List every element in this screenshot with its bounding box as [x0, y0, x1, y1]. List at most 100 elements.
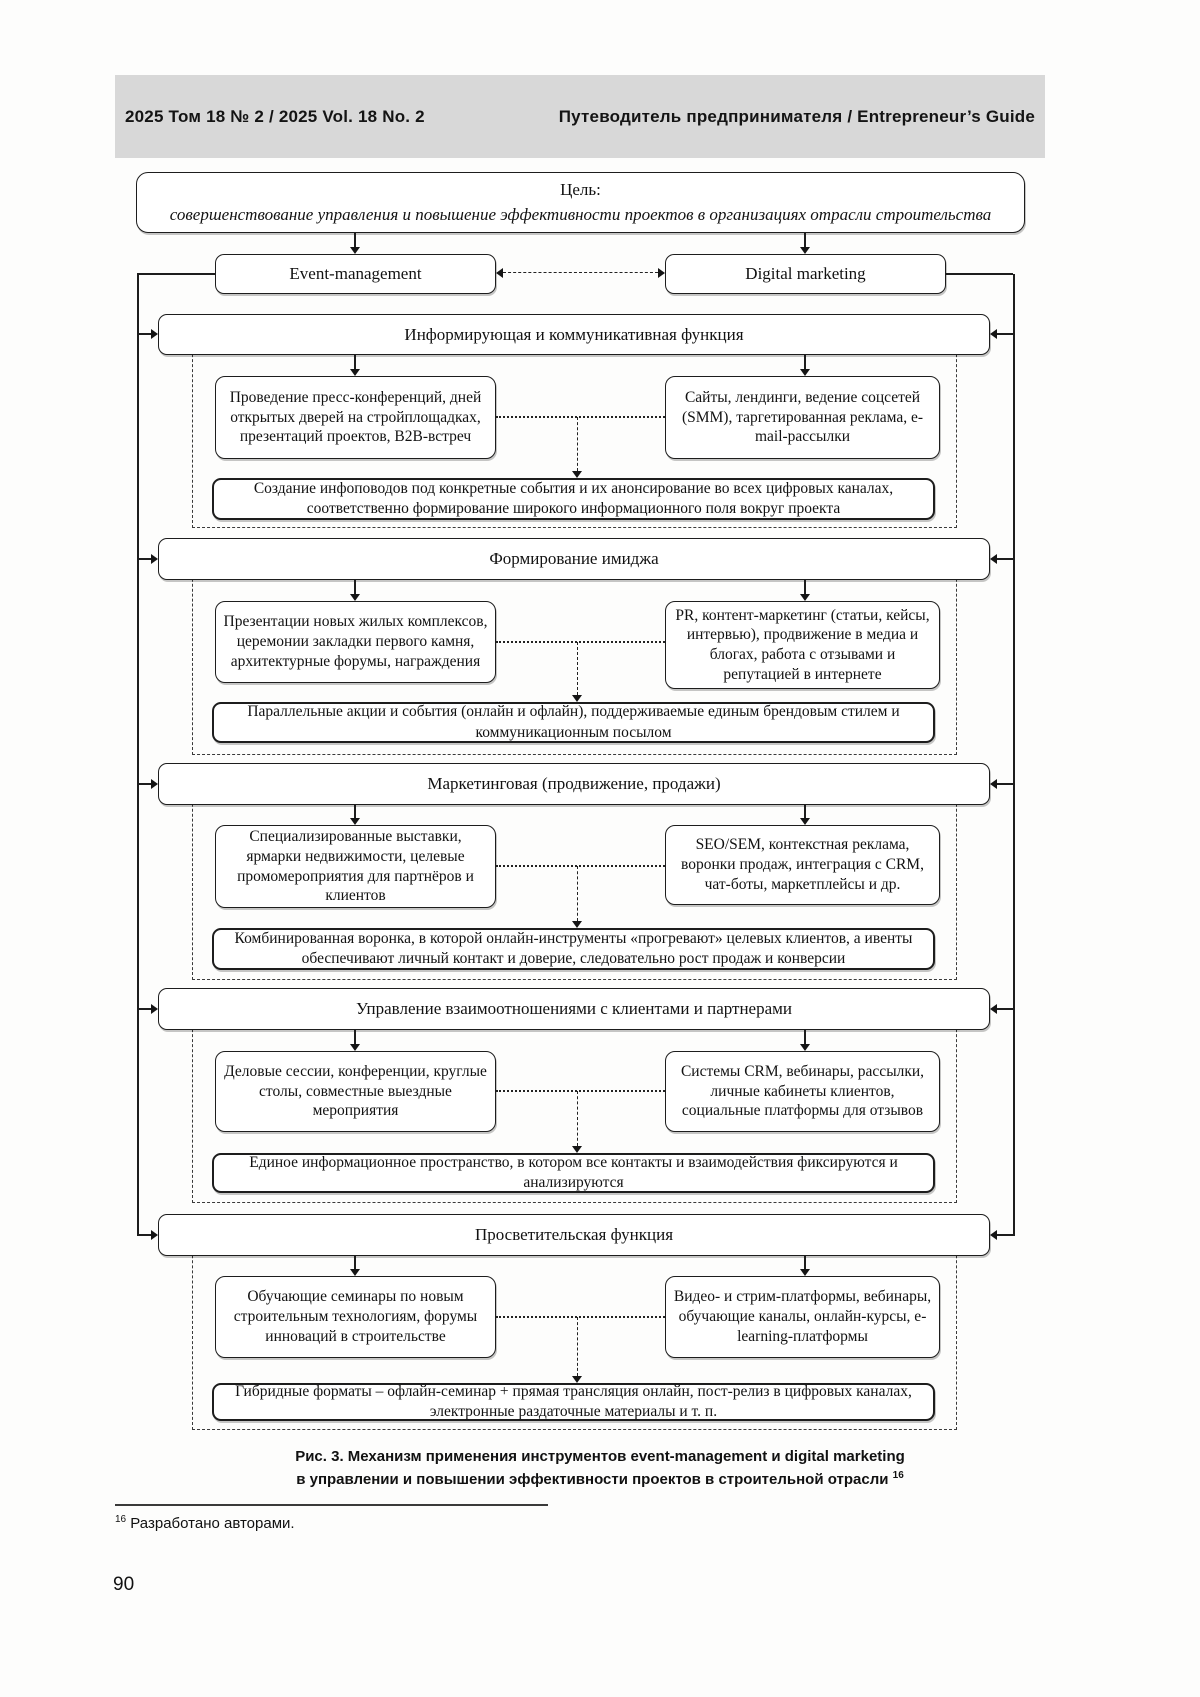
section-2-stem-right-arrowhead	[800, 594, 810, 601]
section-3-cross-link	[496, 865, 665, 867]
section-4-digital-box: Системы CRM, вебинары, рассылки, личные …	[665, 1051, 940, 1132]
section-3-right-arrow	[997, 783, 1013, 785]
section-3-digital-box: SEO/SEM, контекстная реклама, воронки пр…	[665, 825, 940, 905]
section-5-left-arrowhead	[151, 1230, 158, 1240]
section-1-event-text: Проведение пресс-конференций, дней откры…	[229, 388, 482, 446]
section-4-stem-right-arrowhead	[800, 1044, 810, 1051]
section-4-synergy-box: Единое информационное пространство, в ко…	[212, 1153, 935, 1193]
section-1-stem-right	[804, 355, 806, 369]
footnote-text: Разработано авторами.	[130, 1515, 295, 1532]
footnote: 16 Разработано авторами.	[115, 1514, 295, 1532]
section-4-stem-left	[354, 1030, 356, 1044]
section-2-stem-left-arrowhead	[350, 594, 360, 601]
section-2-synergy-box: Параллельные акции и события (онлайн и о…	[212, 702, 935, 743]
footnote-rule	[115, 1504, 548, 1506]
section-4-event-text: Деловые сессии, конференции, круглые сто…	[224, 1062, 487, 1120]
frame-line-right	[1013, 274, 1015, 1236]
section-5-left-arrow	[137, 1234, 152, 1236]
section-1-header: Информирующая и коммуникативная функция	[158, 314, 990, 355]
section-1-stem-left	[354, 355, 356, 369]
section-3-synergy-box: Комбинированная воронка, в которой онлай…	[212, 928, 935, 970]
branches-link-arrowhead-right	[658, 268, 665, 278]
section-4-left-arrow	[137, 1008, 152, 1010]
section-4-drop-line	[577, 1091, 578, 1146]
section-2-stem-right	[804, 580, 806, 594]
section-5-drop-arrowhead	[572, 1376, 582, 1383]
section-4-title: Управление взаимоотношениями с клиентами…	[355, 999, 792, 1018]
section-5-right-arrow	[997, 1234, 1013, 1236]
section-1-left-arrowhead	[151, 329, 158, 339]
section-2-right-arrow	[997, 558, 1013, 560]
goal-label: Цель:	[560, 179, 601, 199]
section-2-left-arrow	[137, 558, 152, 560]
section-2-digital-text: PR, контент-маркетинг (статьи, кейсы, ин…	[675, 606, 930, 683]
frame-line-left	[137, 274, 139, 1236]
frame-stub-left	[137, 273, 215, 275]
section-5-title: Просветительская функция	[474, 1225, 674, 1244]
section-5-digital-text: Видео- и стрим-платформы, вебинары, обуч…	[673, 1288, 932, 1345]
section-4-right-arrow	[997, 1008, 1013, 1010]
goal-box: Цель: совершенствование управления и пов…	[136, 172, 1025, 233]
section-5-event-text: Обучающие семинары по новым строительным…	[233, 1288, 478, 1345]
section-4-stem-right	[804, 1030, 806, 1044]
figure-caption-line2: в управлении и повышении эффективности п…	[150, 1466, 1050, 1489]
section-3-header: Маркетинговая (продвижение, продажи)	[158, 763, 990, 805]
figure-caption-footnote-ref: 16	[892, 1470, 904, 1481]
goal-text: совершенствование управления и повышение…	[169, 204, 992, 224]
section-3-title: Маркетинговая (продвижение, продажи)	[427, 774, 721, 793]
section-2-left-arrowhead	[151, 554, 158, 564]
journal-header-band: 2025 Том 18 № 2 / 2025 Vol. 18 No. 2 Пут…	[115, 75, 1045, 158]
section-1-title: Информирующая и коммуникативная функция	[404, 324, 744, 344]
arrowhead-goal-to-digital	[800, 247, 810, 254]
section-3-synergy-text: Комбинированная воронка, в которой онлай…	[234, 929, 913, 967]
section-1-digital-box: Сайты, лендинги, ведение соцсетей (SMM),…	[665, 376, 940, 459]
section-3-stem-right	[804, 805, 806, 818]
figure-caption-line2-text: в управлении и повышении эффективности п…	[296, 1471, 889, 1488]
section-3-digital-text: SEO/SEM, контекстная реклама, воронки пр…	[681, 836, 924, 893]
section-2-synergy-text: Параллельные акции и события (онлайн и о…	[247, 703, 900, 741]
section-5-drop-line	[577, 1317, 578, 1376]
arrowhead-goal-to-event	[350, 247, 360, 254]
section-2-event-box: Презентации новых жилых комплексов, цере…	[215, 601, 496, 683]
section-4-header: Управление взаимоотношениями с клиентами…	[158, 988, 990, 1030]
section-5-stem-left-arrowhead	[350, 1269, 360, 1276]
figure-caption: Рис. 3. Механизм применения инструментов…	[150, 1447, 1050, 1489]
section-4-synergy-text: Единое информационное пространство, в ко…	[249, 1153, 898, 1191]
figure-caption-line1: Рис. 3. Механизм применения инструментов…	[295, 1448, 905, 1465]
section-3-stem-left-arrowhead	[350, 818, 360, 825]
section-1-event-box: Проведение пресс-конференций, дней откры…	[215, 376, 496, 459]
section-2-stem-left	[354, 580, 356, 594]
section-3-left-arrow	[137, 783, 152, 785]
section-1-synergy-text: Создание инфоповодов под конкретные собы…	[253, 479, 894, 517]
event-management-box: Event-management	[215, 254, 496, 294]
page-number: 90	[113, 1574, 135, 1595]
section-5-stem-left	[354, 1256, 356, 1269]
section-1-digital-text: Сайты, лендинги, ведение соцсетей (SMM),…	[681, 388, 924, 446]
section-5-synergy-text: Гибридные форматы – офлайн-семинар + пря…	[235, 1382, 912, 1420]
section-1-right-arrowhead	[990, 329, 997, 339]
section-5-header: Просветительская функция	[158, 1214, 990, 1256]
section-5-right-arrowhead	[990, 1230, 997, 1240]
section-1-drop-line	[577, 417, 578, 471]
section-4-event-box: Деловые сессии, конференции, круглые сто…	[215, 1051, 496, 1132]
section-1-left-arrow	[137, 333, 152, 335]
section-2-digital-box: PR, контент-маркетинг (статьи, кейсы, ин…	[665, 601, 940, 689]
journal-issue-info: 2025 Том 18 № 2 / 2025 Vol. 18 No. 2	[125, 106, 425, 126]
section-1-right-arrow	[997, 333, 1013, 335]
section-2-cross-link	[496, 641, 665, 643]
section-1-drop-arrowhead	[572, 471, 582, 478]
section-5-synergy-box: Гибридные форматы – офлайн-семинар + пря…	[212, 1383, 935, 1421]
section-5-stem-right-arrowhead	[800, 1269, 810, 1276]
footnote-marker: 16	[115, 1514, 127, 1525]
section-2-title: Формирование имиджа	[489, 549, 659, 568]
frame-stub-right	[946, 273, 1013, 275]
section-4-drop-arrowhead	[572, 1146, 582, 1153]
section-3-left-arrowhead	[151, 779, 158, 789]
section-3-event-text: Специализированные выставки, ярмарки нед…	[237, 828, 474, 905]
branches-link-arrowhead-left	[496, 268, 503, 278]
section-5-cross-link	[496, 1316, 665, 1318]
section-4-cross-link	[496, 1090, 665, 1092]
branches-link-line	[503, 272, 658, 273]
section-2-drop-line	[577, 642, 578, 695]
section-2-event-text: Презентации новых жилых комплексов, цере…	[223, 613, 488, 670]
